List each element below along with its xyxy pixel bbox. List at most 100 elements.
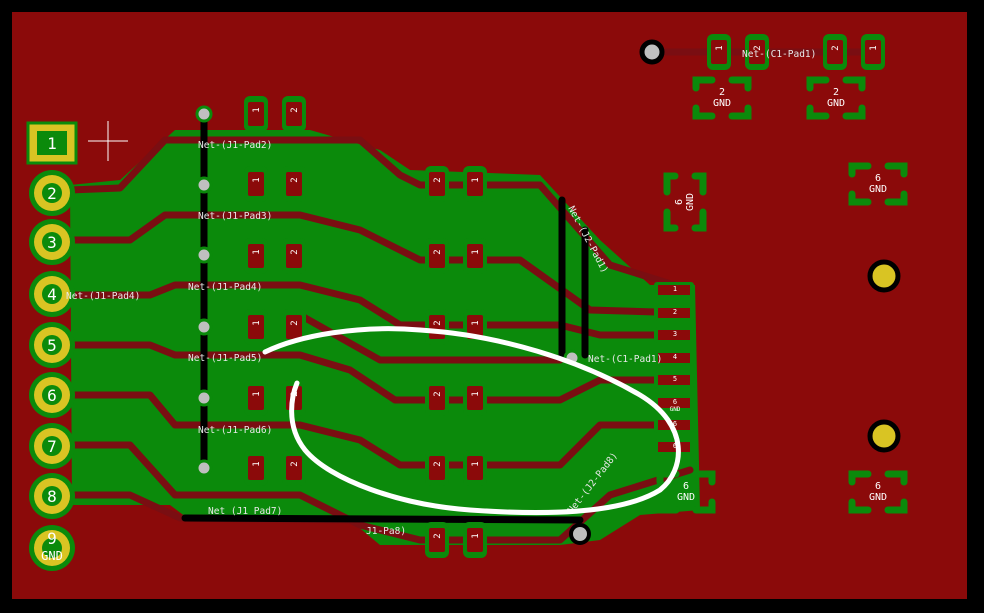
mounting-hole[interactable]	[867, 259, 901, 293]
smd-pad[interactable]	[827, 40, 843, 64]
mounting-hole[interactable]	[867, 419, 901, 453]
j2-pin-2[interactable]: 2	[654, 305, 694, 321]
connector-pin-number: 1	[47, 134, 57, 153]
via[interactable]	[195, 459, 213, 477]
connector-pin-7[interactable]: 7	[29, 423, 75, 469]
smd-pad[interactable]	[286, 244, 302, 268]
smd-pad[interactable]	[429, 456, 445, 480]
smd-pad-number: 1	[471, 177, 481, 182]
connector-pin-4[interactable]: 4	[29, 271, 75, 317]
smd-pad-number: 1	[252, 461, 262, 466]
crosshair-cursor-icon	[88, 121, 128, 161]
via[interactable]	[639, 39, 665, 65]
smd-pad[interactable]	[429, 172, 445, 196]
smd-pad-number: 1	[252, 107, 262, 112]
j2-pad[interactable]	[658, 398, 690, 408]
smd-pad[interactable]	[429, 244, 445, 268]
connector-pin-6[interactable]: 6	[29, 372, 75, 418]
pad-hole	[42, 538, 62, 558]
smd-pad[interactable]	[429, 315, 445, 339]
smd-pad[interactable]	[711, 40, 727, 64]
smd-pad-number: 2	[753, 45, 763, 50]
j2-pad[interactable]	[658, 375, 690, 385]
connector-pin-8[interactable]: 8	[29, 473, 75, 519]
smd-pad[interactable]	[248, 456, 264, 480]
j2-pin-8[interactable]: 6	[654, 439, 694, 455]
gnd-pad-outline	[656, 470, 716, 514]
connector-pin-number: 5	[47, 336, 57, 355]
smd-pad[interactable]	[429, 528, 445, 552]
smd-pad[interactable]	[467, 172, 483, 196]
j2-pin-5[interactable]: 5	[654, 372, 694, 388]
smd-pad[interactable]	[467, 456, 483, 480]
smd-pad[interactable]	[286, 102, 302, 126]
via[interactable]	[569, 523, 591, 545]
smd-pad[interactable]	[429, 386, 445, 410]
j2-pad[interactable]	[658, 353, 690, 363]
smd-pad[interactable]	[286, 456, 302, 480]
smd-pad-number: 1	[252, 320, 262, 325]
smd-pad[interactable]	[248, 386, 264, 410]
via[interactable]	[195, 246, 213, 264]
smd-pad[interactable]	[248, 315, 264, 339]
via[interactable]	[195, 105, 213, 123]
smd-pad[interactable]	[467, 528, 483, 552]
connector-pin-5[interactable]: 5	[29, 322, 75, 368]
smd-pad[interactable]	[248, 244, 264, 268]
via[interactable]	[195, 389, 213, 407]
smd-pad[interactable]	[467, 315, 483, 339]
via[interactable]	[195, 176, 213, 194]
via[interactable]	[195, 318, 213, 336]
smd-pad[interactable]	[865, 40, 881, 64]
smd-pad[interactable]	[467, 244, 483, 268]
j2-pad[interactable]	[658, 330, 690, 340]
smd-pad[interactable]	[749, 40, 765, 64]
gnd-pad-number: 6	[875, 481, 881, 492]
smd-pad[interactable]	[467, 386, 483, 410]
j2-pin-3[interactable]: 3	[654, 327, 694, 343]
smd-pad-number: 2	[433, 177, 443, 182]
smd-pad-number: 1	[471, 461, 481, 466]
j2-pad[interactable]	[658, 308, 690, 318]
connector-pin-number: 3	[47, 233, 57, 252]
smd-pad[interactable]	[286, 172, 302, 196]
smd-pad[interactable]	[286, 315, 302, 339]
pad-hole	[42, 385, 62, 405]
gnd-pad-outline	[848, 470, 908, 514]
smd-pad[interactable]	[248, 102, 264, 126]
connector-pin-2[interactable]: 2	[29, 170, 75, 216]
j2-pin-1[interactable]: 1	[654, 282, 694, 298]
j2-pin-4[interactable]: 4	[654, 350, 694, 366]
smd-pad-number: 2	[433, 249, 443, 254]
smd-pad[interactable]	[248, 172, 264, 196]
connector-pin-3[interactable]: 3	[29, 219, 75, 265]
connector-pin-1[interactable]: 1	[26, 121, 78, 165]
smd-pad-number: 2	[290, 177, 300, 182]
j2-pad[interactable]	[658, 285, 690, 295]
j2-pad[interactable]	[658, 442, 690, 452]
pad-hole	[42, 486, 62, 506]
